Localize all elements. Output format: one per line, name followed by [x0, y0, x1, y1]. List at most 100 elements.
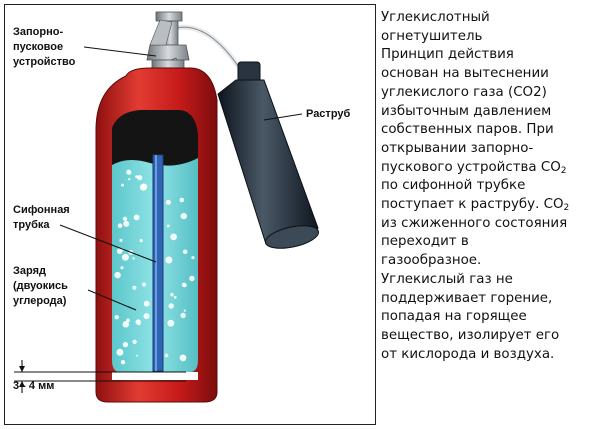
bubble — [180, 312, 186, 319]
description-line: газообразное. — [381, 252, 595, 271]
bubble — [165, 256, 173, 264]
label-valve-line-1: Запорно- — [13, 26, 64, 38]
description-line-text: вещество, изолирует его — [381, 327, 560, 343]
leader-horn — [263, 113, 303, 121]
description-line-text: переходит в — [381, 234, 469, 250]
description-line-text: пускового устройства СО — [381, 159, 561, 175]
description-line: поддерживает горение, — [381, 290, 595, 309]
bubble — [179, 197, 185, 203]
label-valve: Запорно- пусковое устройство — [13, 25, 75, 70]
description-line: пускового устройства СО2 — [381, 159, 595, 178]
bubble — [120, 360, 126, 365]
bubble — [132, 257, 135, 260]
description-line-text: огнетушитель — [381, 28, 483, 44]
description-line-text: из сжиженного состояния — [381, 215, 568, 231]
description-subscript: 2 — [560, 165, 567, 176]
siphon-tube — [152, 154, 164, 372]
bubble — [122, 341, 129, 348]
bubble — [114, 315, 119, 320]
description-line: основан на вытеснении — [381, 65, 595, 84]
siphon-highlight — [155, 155, 157, 371]
description-line: вещество, изолирует его — [381, 327, 595, 346]
bubble — [121, 253, 129, 261]
gap-arrowhead-top — [19, 366, 25, 372]
bubble — [173, 295, 177, 299]
description-line: Углекислый газ не — [381, 271, 595, 290]
bubble — [135, 354, 138, 357]
description-line: избыточным давлением — [381, 103, 595, 122]
bubble — [126, 169, 132, 175]
bubble — [122, 321, 130, 328]
label-siphon-line-2: трубка — [13, 219, 50, 231]
horn-connector — [237, 61, 261, 83]
label-charge-line-2: (двуокись — [13, 280, 68, 292]
label-siphon: Сифонная трубка — [13, 203, 70, 233]
description-line-text: от кислорода и воздуха. — [381, 346, 555, 362]
label-charge: Заряд (двуокись углерода) — [13, 264, 68, 309]
description-line-text: поступает к раструбу. СО — [381, 197, 564, 213]
label-valve-line-2: пусковое — [13, 41, 64, 53]
bubble — [191, 256, 195, 260]
bubble — [143, 313, 150, 320]
bubble — [179, 354, 187, 362]
leader-charge — [87, 289, 137, 311]
bubble — [170, 233, 178, 241]
bubble — [114, 271, 121, 279]
bubble — [132, 285, 137, 290]
description-line: Принцип действия — [381, 46, 595, 65]
bubble — [143, 300, 150, 307]
description-line: огнетушитель — [381, 28, 595, 47]
label-valve-line-3: устройство — [13, 56, 76, 68]
description-line-text: Принцип действия — [381, 47, 514, 63]
bubble — [116, 248, 123, 254]
bubble — [189, 275, 195, 282]
description-line: поступает к раструбу. СО2 — [381, 196, 595, 215]
bubble — [183, 309, 186, 312]
description-line-text: поддерживает горение, — [381, 290, 553, 306]
bubble — [137, 322, 141, 326]
valve-body — [146, 44, 190, 61]
description-line-text: открывании запорно- — [381, 140, 534, 156]
gap-arrowhead-bottom — [19, 381, 25, 387]
label-charge-line-1: Заряд — [13, 265, 46, 277]
bubble — [140, 183, 148, 191]
label-charge-line-3: углерода) — [13, 295, 67, 307]
description-subscript: 2 — [563, 203, 570, 214]
horn-cone — [217, 79, 319, 246]
leader-valve — [83, 46, 157, 57]
description-line: открывании запорно- — [381, 140, 595, 159]
bubble — [117, 223, 123, 228]
bubble — [119, 238, 123, 242]
description-line: от кислорода и воздуха. — [381, 346, 595, 365]
description-line-text: основан на вытеснении — [381, 66, 549, 82]
bubble — [128, 178, 131, 181]
label-gap: 3 - 4 мм — [13, 380, 55, 392]
bubble — [122, 216, 128, 221]
valve-lever — [149, 19, 173, 46]
bubble — [165, 199, 171, 205]
bubble — [139, 239, 143, 243]
bubble — [170, 293, 174, 297]
bubble — [116, 348, 124, 356]
leader-siphon — [59, 224, 157, 263]
description-line: Углекислотный — [381, 9, 595, 28]
bubble — [181, 282, 187, 287]
description-line-text: газообразное. — [381, 253, 482, 269]
description-line-text: попадая на горящее — [381, 309, 527, 325]
bubble — [120, 266, 124, 270]
description-line: собственных паров. При — [381, 121, 595, 140]
description-line: из сжиженного состояния — [381, 215, 595, 234]
description-line-text: Углекислый газ не — [381, 271, 513, 287]
bubble — [123, 220, 130, 227]
description-line: углекислого газа (СО2) — [381, 84, 595, 103]
description-line-text: углекислого газа (СО2) — [381, 84, 547, 100]
bubble — [164, 353, 169, 358]
gap-area — [112, 372, 198, 380]
description-line-text: избыточным давлением — [381, 103, 552, 119]
description-line: попадая на горящее — [381, 308, 595, 327]
bubble — [132, 339, 137, 344]
bubble — [167, 319, 175, 327]
bubble — [133, 214, 140, 221]
valve-cap — [155, 11, 183, 22]
